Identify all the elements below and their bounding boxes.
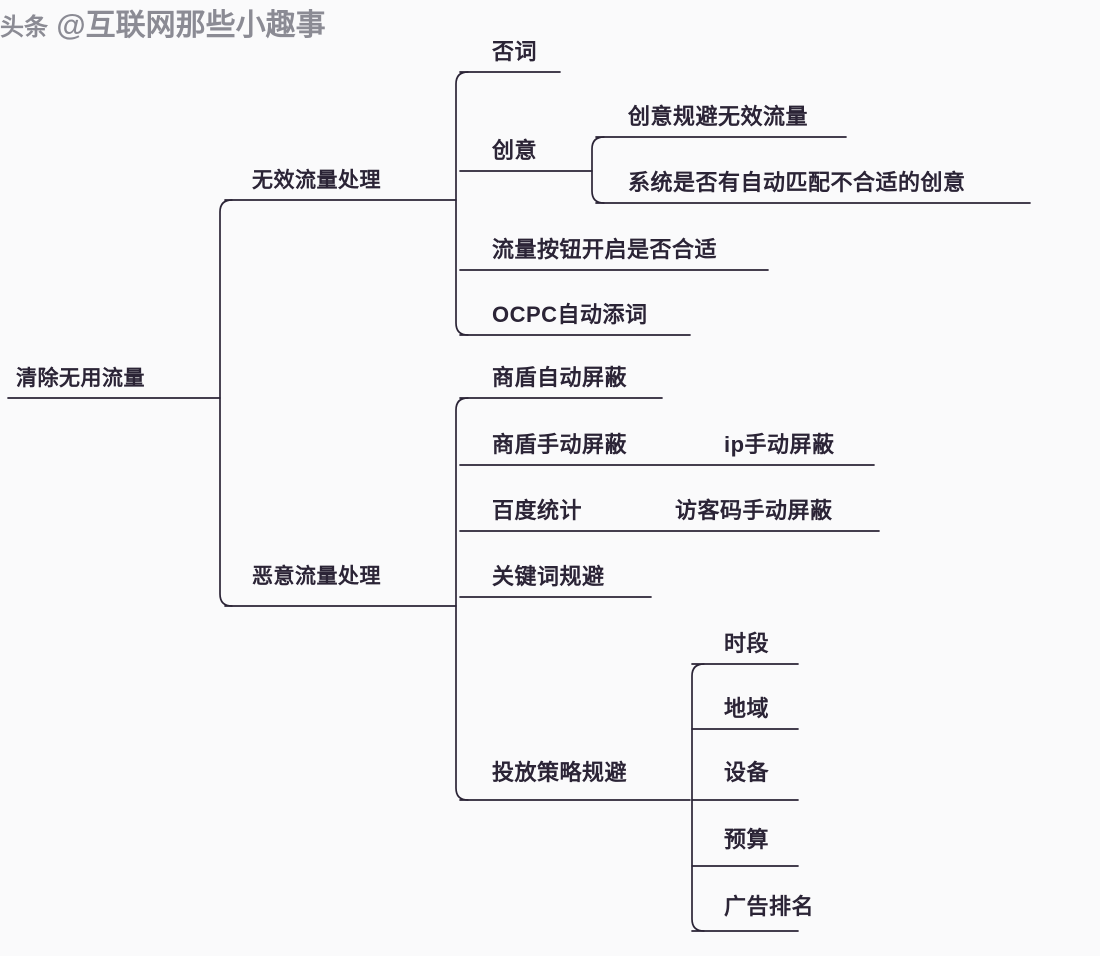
mindmap-node-keyword-avoidance[interactable]: 关键词规避 [492,564,605,589]
mindmap-node-root[interactable]: 清除无用流量 [16,367,145,390]
mindmap-node-time-period[interactable]: 时段 [724,631,770,656]
strategy-spine [691,663,705,932]
mindmap-node-creative[interactable]: 创意 [492,138,538,163]
mindmap-node-malicious-traffic[interactable]: 恶意流量处理 [252,565,381,588]
mindmap-node-ocpc-auto-add-words[interactable]: OCPC自动添词 [492,302,648,327]
mindmap-node-invalid-traffic[interactable]: 无效流量处理 [252,169,381,192]
creative-spine [591,136,605,204]
mindmap-node-shield-manual-block[interactable]: 商盾手动屏蔽 [492,432,628,457]
mindmap-node-region[interactable]: 地域 [724,696,770,721]
b2-spine [455,397,469,801]
mindmap-node-delivery-strategy-avoidance[interactable]: 投放策略规避 [492,760,628,785]
b1-spine [455,71,469,336]
mindmap-node-system-auto-match-creative[interactable]: 系统是否有自动匹配不合适的创意 [628,170,966,195]
mindmap-node-shield-auto-block[interactable]: 商盾自动屏蔽 [492,365,628,390]
mindmap-node-creative-avoid-invalid[interactable]: 创意规避无效流量 [628,104,809,129]
mindmap-node-visitor-code-manual-block[interactable]: 访客码手动屏蔽 [675,498,833,523]
mindmap-node-ip-manual-block[interactable]: ip手动屏蔽 [724,432,835,457]
mindmap-node-traffic-button-suitable[interactable]: 流量按钮开启是否合适 [492,237,718,262]
mindmap-node-budget[interactable]: 预算 [724,827,770,852]
root-spine [219,199,233,607]
mindmap-node-baidu-analytics[interactable]: 百度统计 [492,498,583,523]
mindmap-node-ad-ranking[interactable]: 广告排名 [724,894,815,919]
mindmap-node-negative-keywords[interactable]: 否词 [492,39,538,64]
mindmap-node-device[interactable]: 设备 [724,760,770,785]
